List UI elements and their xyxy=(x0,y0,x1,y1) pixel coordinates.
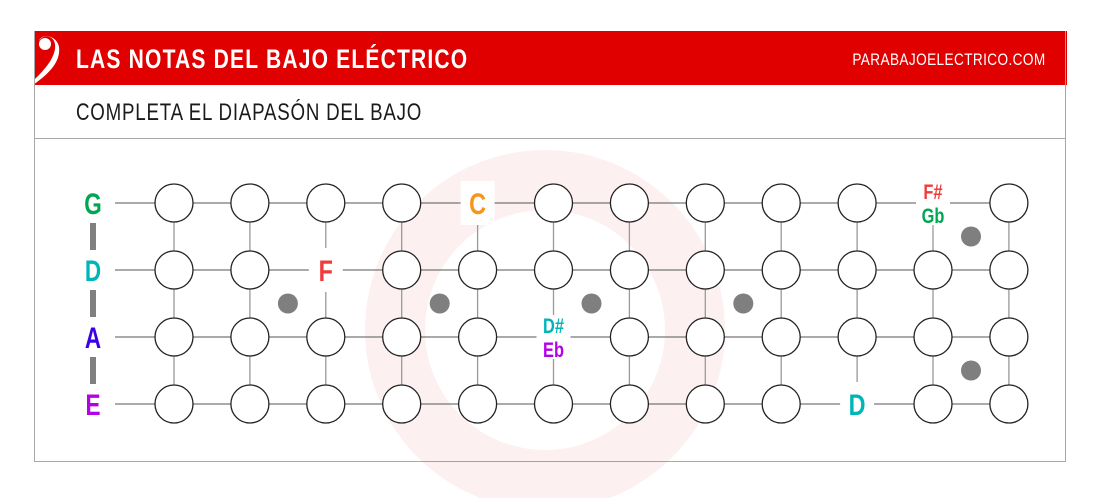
note-input-circle[interactable] xyxy=(382,317,422,357)
note-input-circle[interactable] xyxy=(761,250,801,290)
note-input-circle[interactable] xyxy=(230,384,270,424)
note-input-circle[interactable] xyxy=(685,384,725,424)
divider xyxy=(34,138,1066,139)
string-name-D: D xyxy=(85,254,101,288)
note-input-circle[interactable] xyxy=(154,384,194,424)
note-input-circle[interactable] xyxy=(989,250,1029,290)
note-input-circle[interactable] xyxy=(306,317,346,357)
note-input-circle[interactable] xyxy=(913,384,953,424)
note-label: F# xyxy=(923,180,943,203)
note-input-circle[interactable] xyxy=(230,183,270,223)
string-name-G: G xyxy=(84,187,102,221)
note-input-circle[interactable] xyxy=(154,317,194,357)
header-bar xyxy=(34,31,1067,85)
note-input-circle[interactable] xyxy=(913,250,953,290)
note-input-circle[interactable] xyxy=(306,183,346,223)
site-url: PARABAJOELECTRICO.COM xyxy=(852,50,1046,69)
note-input-circle[interactable] xyxy=(382,250,422,290)
note-label-bg xyxy=(460,181,495,225)
note-input-circle[interactable] xyxy=(685,183,725,223)
note-input-circle[interactable] xyxy=(761,183,801,223)
string-separator xyxy=(90,290,96,317)
note-input-circle[interactable] xyxy=(457,250,498,290)
note-input-circle[interactable] xyxy=(609,384,650,424)
note-input-circle[interactable] xyxy=(913,317,953,357)
fret-marker-dot xyxy=(277,293,298,314)
note-label: C xyxy=(469,187,486,220)
bass-clef-icon xyxy=(33,36,60,85)
note-input-circle[interactable] xyxy=(761,317,801,357)
note-input-circle[interactable] xyxy=(154,183,194,223)
note-input-circle[interactable] xyxy=(609,183,650,223)
page-title: LAS NOTAS DEL BAJO ELÉCTRICO xyxy=(76,44,469,74)
note-label-bg xyxy=(536,315,571,359)
note-input-circle[interactable] xyxy=(685,250,725,290)
note-input-circle[interactable] xyxy=(989,183,1029,223)
note-input-circle[interactable] xyxy=(609,317,650,357)
string-separator xyxy=(90,223,96,250)
note-input-circle[interactable] xyxy=(533,183,574,223)
note-input-circle[interactable] xyxy=(837,317,877,357)
fret-marker-dot xyxy=(733,293,754,314)
content-frame xyxy=(34,31,1066,462)
note-input-circle[interactable] xyxy=(230,317,270,357)
note-input-circle[interactable] xyxy=(533,250,574,290)
subtitle: COMPLETA EL DIAPASÓN DEL BAJO xyxy=(76,99,423,126)
note-label: Eb xyxy=(543,338,564,361)
note-input-circle[interactable] xyxy=(533,384,574,424)
note-label: D# xyxy=(543,314,564,337)
note-input-circle[interactable] xyxy=(609,250,650,290)
note-label-bg xyxy=(308,248,343,292)
note-label-bg xyxy=(840,382,875,426)
note-label-bg xyxy=(916,181,950,225)
note-input-circle[interactable] xyxy=(457,384,498,424)
note-input-circle[interactable] xyxy=(382,384,422,424)
fret-marker-dot xyxy=(961,226,981,247)
note-label: Gb xyxy=(922,204,945,227)
note-input-circle[interactable] xyxy=(685,317,725,357)
fret-marker-dot xyxy=(961,360,981,381)
fret-marker-dot xyxy=(429,293,450,314)
string-separator xyxy=(90,357,96,384)
string-name-E: E xyxy=(85,388,100,422)
note-input-circle[interactable] xyxy=(306,384,346,424)
note-input-circle[interactable] xyxy=(457,317,498,357)
note-input-circle[interactable] xyxy=(837,250,877,290)
string-name-A: A xyxy=(85,321,101,355)
note-input-circle[interactable] xyxy=(989,317,1029,357)
note-input-circle[interactable] xyxy=(154,250,194,290)
note-input-circle[interactable] xyxy=(837,183,877,223)
note-label: F xyxy=(319,254,333,287)
note-input-circle[interactable] xyxy=(230,250,270,290)
fret-marker-dot xyxy=(581,293,602,314)
note-input-circle[interactable] xyxy=(382,183,422,223)
note-label: D xyxy=(849,388,866,421)
note-input-circle[interactable] xyxy=(761,384,801,424)
note-input-circle[interactable] xyxy=(989,384,1029,424)
